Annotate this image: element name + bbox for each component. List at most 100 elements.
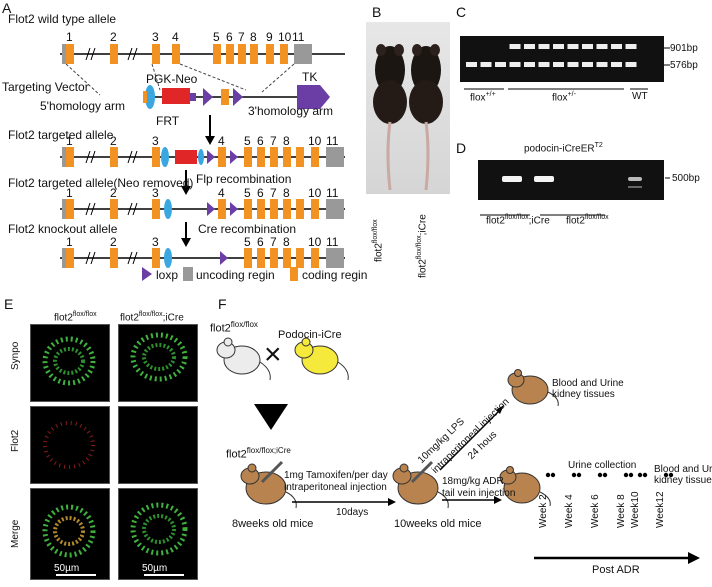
week-label: Week 6 bbox=[590, 494, 601, 528]
exon-number: 5 bbox=[213, 30, 220, 44]
panel-label-a: A bbox=[2, 0, 12, 16]
exon-number: 11 bbox=[292, 30, 305, 44]
exon-number: 5 bbox=[244, 134, 251, 148]
legend-coding: coding regin bbox=[302, 268, 368, 282]
panel-label-b: B bbox=[372, 4, 382, 20]
knockout-title: Flot2 knockout allele bbox=[8, 222, 118, 236]
cre-label: Cre recombination bbox=[198, 222, 297, 236]
homology5-label: 5'homology arm bbox=[40, 99, 125, 113]
exon-number: 5 bbox=[244, 186, 251, 200]
exon-number: 4 bbox=[172, 30, 179, 44]
mouse2-genotype: Podocin-iCre bbox=[278, 329, 342, 341]
exon-number: 4 bbox=[218, 186, 225, 200]
exon-number: 11 bbox=[326, 235, 339, 249]
adr-outcome-1: Blood and Urine bbox=[654, 464, 712, 475]
targeting-vector-label: Targeting Vector bbox=[2, 80, 89, 94]
exon-number: 3 bbox=[152, 186, 159, 200]
exon-number: 2 bbox=[110, 134, 117, 148]
age-8-weeks: 8weeks old mice bbox=[232, 518, 314, 530]
podocin-title: podocin-iCreERT2 bbox=[524, 142, 603, 155]
panel-label-d: D bbox=[456, 140, 467, 156]
lps-outcome-2: kidney tissues bbox=[552, 389, 615, 400]
age-10-weeks: 10weeks old mice bbox=[394, 518, 482, 530]
cre-gel bbox=[478, 160, 664, 200]
genotyping-gel bbox=[460, 36, 664, 82]
exon-number: 3 bbox=[152, 30, 159, 44]
wt-allele-title: Flot2 wild type allele bbox=[8, 12, 117, 26]
exon-number: 1 bbox=[66, 30, 73, 44]
lane-flox-wt: flox+/+ bbox=[470, 91, 496, 104]
micrograph-synpo-icre bbox=[118, 324, 198, 402]
flp-label: Flp recombination bbox=[196, 172, 292, 186]
exon-number: 1 bbox=[66, 235, 73, 249]
panel-label-c: C bbox=[456, 4, 467, 20]
frt-label: FRT bbox=[156, 114, 180, 128]
tamoxifen-dose: 1mg Tamoxifen/per day bbox=[284, 470, 388, 481]
exon-number: 10 bbox=[308, 235, 322, 249]
lane-icre: flot2flox/flox;iCre bbox=[486, 214, 550, 227]
exon-number: 10 bbox=[278, 30, 292, 44]
exon-number: 5 bbox=[244, 235, 251, 249]
col1-header: flot2flox/flox bbox=[54, 311, 97, 324]
adr-outcome-2: kidney tissues bbox=[654, 475, 712, 486]
adr-dose: 18mg/kg ADR bbox=[442, 476, 504, 487]
exon-number: 7 bbox=[270, 235, 277, 249]
homology3-label: 3'homology arm bbox=[248, 104, 333, 118]
micrograph-merge-icre bbox=[118, 488, 198, 580]
neo-removed-title: Flot2 targeted allele(Neo removed) bbox=[8, 176, 194, 190]
week-label: Week12 bbox=[655, 491, 666, 528]
cross-symbol: × bbox=[264, 338, 282, 371]
exon-number: 8 bbox=[250, 30, 257, 44]
post-adr-label: Post ADR bbox=[592, 564, 640, 576]
bp-500-label: 500bp bbox=[672, 173, 700, 184]
exon-number: 1 bbox=[66, 186, 73, 200]
adr-route: tail vein injection bbox=[442, 488, 516, 499]
mouse1-genotype: flot2flox/flox bbox=[210, 320, 258, 335]
targeted-allele-title: Flot2 targeted allele bbox=[8, 128, 114, 142]
lps-outcome-1: Blood and Urine bbox=[552, 378, 624, 389]
urine-collection: Urine collection bbox=[568, 460, 637, 471]
exon-number: 8 bbox=[283, 134, 290, 148]
exon-number: 3 bbox=[152, 134, 159, 148]
scale-bar-2: 50µm bbox=[142, 563, 168, 574]
tamoxifen-route: intraperitoneal injection bbox=[284, 482, 387, 493]
exon-number: 6 bbox=[226, 30, 233, 44]
exon-number: 3 bbox=[152, 235, 159, 249]
exon-number: 8 bbox=[283, 186, 290, 200]
exon-number: 2 bbox=[110, 30, 117, 44]
panel-label-f: F bbox=[218, 296, 227, 312]
exon-number: 7 bbox=[270, 186, 277, 200]
exon-number: 6 bbox=[257, 186, 264, 200]
week-label: Week 2 bbox=[538, 494, 549, 528]
pgk-neo-label: PGK-Neo bbox=[146, 72, 198, 86]
lane-flox: flot2flox/flox bbox=[566, 214, 609, 227]
exon-number: 7 bbox=[238, 30, 245, 44]
bp-576-label: 576bp bbox=[670, 60, 698, 71]
panel-label-e: E bbox=[4, 296, 14, 312]
lane-wt: WT bbox=[632, 91, 648, 102]
lane-flox-het: flox+/- bbox=[552, 91, 576, 104]
exon-number: 6 bbox=[257, 134, 264, 148]
micrograph-flot2-icre bbox=[118, 406, 198, 484]
tamoxifen-duration: 10days bbox=[336, 507, 369, 518]
col2-header: flot2flox/flox;iCre bbox=[120, 311, 184, 324]
exon-number: 11 bbox=[326, 134, 339, 148]
week-label: Week 4 bbox=[564, 494, 575, 528]
exon-number: 9 bbox=[266, 30, 273, 44]
week-label: Week 8 bbox=[616, 494, 627, 528]
exon-number: 11 bbox=[326, 186, 339, 200]
exon-number: 8 bbox=[283, 235, 290, 249]
exon-number: 10 bbox=[308, 134, 322, 148]
mice-photo bbox=[366, 22, 450, 194]
legend-loxp: loxp bbox=[156, 268, 179, 282]
exon-number: 10 bbox=[308, 186, 322, 200]
tk-label: TK bbox=[302, 70, 318, 84]
exon-number: 2 bbox=[110, 186, 117, 200]
scale-bar-1: 50µm bbox=[54, 563, 80, 574]
exon-number: 6 bbox=[257, 235, 264, 249]
micrograph-synpo-control bbox=[30, 324, 110, 402]
